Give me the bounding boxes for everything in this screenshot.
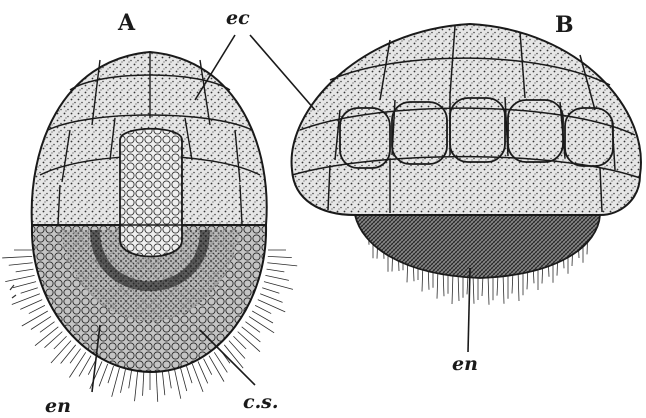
cilium — [233, 336, 246, 349]
cilium — [143, 372, 144, 396]
cilium — [112, 368, 120, 397]
cilium — [268, 256, 292, 257]
cilium — [2, 256, 32, 258]
cilium — [209, 356, 224, 382]
panel-label-a: A — [117, 10, 136, 36]
cilium — [22, 311, 48, 326]
cilium — [54, 336, 67, 349]
cilium — [249, 316, 274, 332]
cilium — [9, 263, 33, 266]
cilium — [120, 369, 125, 392]
cilium — [242, 327, 261, 342]
cilium — [473, 275, 474, 304]
cilium — [69, 352, 85, 377]
cilium — [264, 282, 293, 290]
cilium — [168, 370, 171, 388]
cilium — [192, 364, 203, 392]
cilium — [229, 341, 245, 359]
cilium — [162, 371, 165, 395]
cilium — [31, 316, 51, 329]
cilium — [21, 288, 38, 294]
label-cs: c.s. — [243, 391, 279, 413]
cilium — [135, 371, 138, 401]
cilium — [51, 341, 71, 363]
panel-a-embryo — [2, 52, 297, 402]
cilium — [262, 288, 279, 294]
cilium — [40, 322, 55, 333]
cilium — [35, 327, 58, 346]
cilium — [108, 366, 114, 383]
cilium — [16, 269, 34, 272]
cilium — [29, 305, 45, 313]
cilium — [260, 294, 282, 303]
label-ec: ec — [226, 7, 250, 29]
cilium — [99, 364, 108, 386]
cilium — [452, 272, 453, 304]
cilium — [186, 366, 192, 383]
cilium — [265, 275, 288, 280]
cilium — [267, 269, 285, 272]
label-en-b: en — [452, 353, 478, 375]
panel-label-b: B — [555, 12, 574, 38]
label-en-a: en — [45, 395, 71, 417]
cilium — [20, 300, 42, 310]
cilium — [156, 372, 158, 402]
leader-en-b — [468, 268, 470, 352]
cilium — [129, 370, 132, 388]
cilium — [175, 369, 181, 398]
cilium — [503, 273, 504, 304]
cilium — [238, 332, 260, 352]
cilium — [70, 349, 81, 364]
cilium — [44, 332, 62, 348]
cilium — [267, 263, 297, 266]
cilium — [204, 359, 212, 375]
leader-ec-b — [250, 35, 315, 110]
cilium — [13, 282, 36, 288]
cilium — [488, 275, 489, 305]
panel-b-embryo — [292, 24, 641, 305]
cilium — [255, 305, 271, 313]
cilium — [245, 322, 260, 333]
leader-cs — [200, 330, 255, 385]
cilium — [181, 368, 187, 391]
cilium — [61, 345, 76, 364]
cilium — [5, 275, 34, 281]
blastopore-plug-a — [120, 129, 182, 257]
